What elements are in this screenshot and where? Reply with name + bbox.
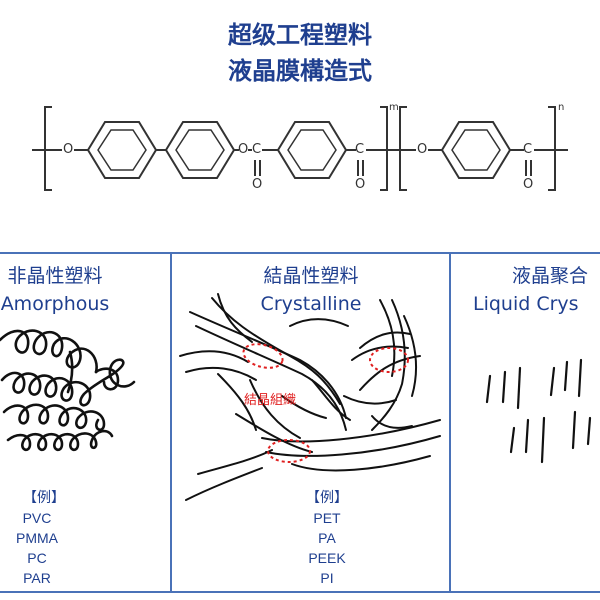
crystal-region-1 — [242, 343, 284, 369]
panel-amorphous-title-cn: 非晶性塑料 — [7, 265, 103, 287]
atom-o-carbonyl-2: O — [355, 177, 366, 192]
panel-amorphous-example-2: PMMA — [16, 530, 58, 546]
panel-liquid-title-en: Liquid Crys — [473, 293, 579, 315]
panel-crystalline-example-3: PEEK — [308, 550, 346, 566]
panel-crystalline-title-cn: 結晶性塑料 — [263, 265, 359, 287]
atom-o-carbonyl-1: O — [252, 177, 263, 192]
benzene-ring-1-inner — [97, 129, 147, 171]
panel-amorphous-example-label: 【例】 — [23, 489, 65, 505]
page-title: 超级工程塑料 — [228, 21, 372, 49]
panel-crystalline-example-4: PI — [320, 570, 334, 586]
liquid-crystal-rods — [485, 358, 592, 464]
bracket-n-close — [548, 106, 556, 191]
panel-liquid-title-cn: 液晶聚合 — [512, 265, 589, 287]
panel-amorphous-title-en: Amorphous — [0, 293, 110, 315]
atom-o-3: O — [417, 142, 428, 157]
panel-crystalline-example-label: 【例】 — [306, 489, 348, 505]
crystal-markers — [242, 343, 409, 463]
benzene-ring-2-inner — [175, 129, 225, 171]
bracket-n-open — [399, 106, 407, 191]
atom-o-1: O — [63, 142, 74, 157]
atom-o-carbonyl-3: O — [523, 177, 534, 192]
page-subtitle: 液晶膜構造式 — [228, 57, 372, 85]
crystal-structure-label: 結晶組織 — [244, 393, 297, 408]
crystal-region-2 — [369, 347, 409, 373]
subscript-n: n — [558, 102, 565, 113]
left-bracket — [44, 106, 52, 191]
panel-crystalline-example-2: PA — [318, 530, 336, 546]
panel-amorphous-example-3: PC — [27, 550, 47, 566]
atom-c-3: C — [523, 142, 533, 157]
structural-formula — [32, 106, 568, 191]
atom-c-1: C — [252, 142, 262, 157]
panel-frames — [0, 252, 600, 593]
panel-crystalline-example-1: PET — [313, 510, 341, 526]
benzene-ring-4-inner — [451, 129, 501, 171]
amorphous-coil-art — [0, 329, 136, 452]
panel-amorphous-example-1: PVC — [22, 510, 52, 526]
crystal-region-3 — [267, 439, 311, 463]
crystalline-art — [179, 293, 441, 501]
atom-c-2: C — [355, 142, 365, 157]
subscript-m: m — [389, 102, 399, 113]
benzene-ring-3-inner — [287, 129, 337, 171]
panel-amorphous-example-4: PAR — [23, 570, 51, 586]
panel-crystalline-title-en: Crystalline — [260, 293, 362, 315]
atom-o-2: O — [238, 142, 249, 157]
bracket-m-close — [380, 106, 388, 191]
